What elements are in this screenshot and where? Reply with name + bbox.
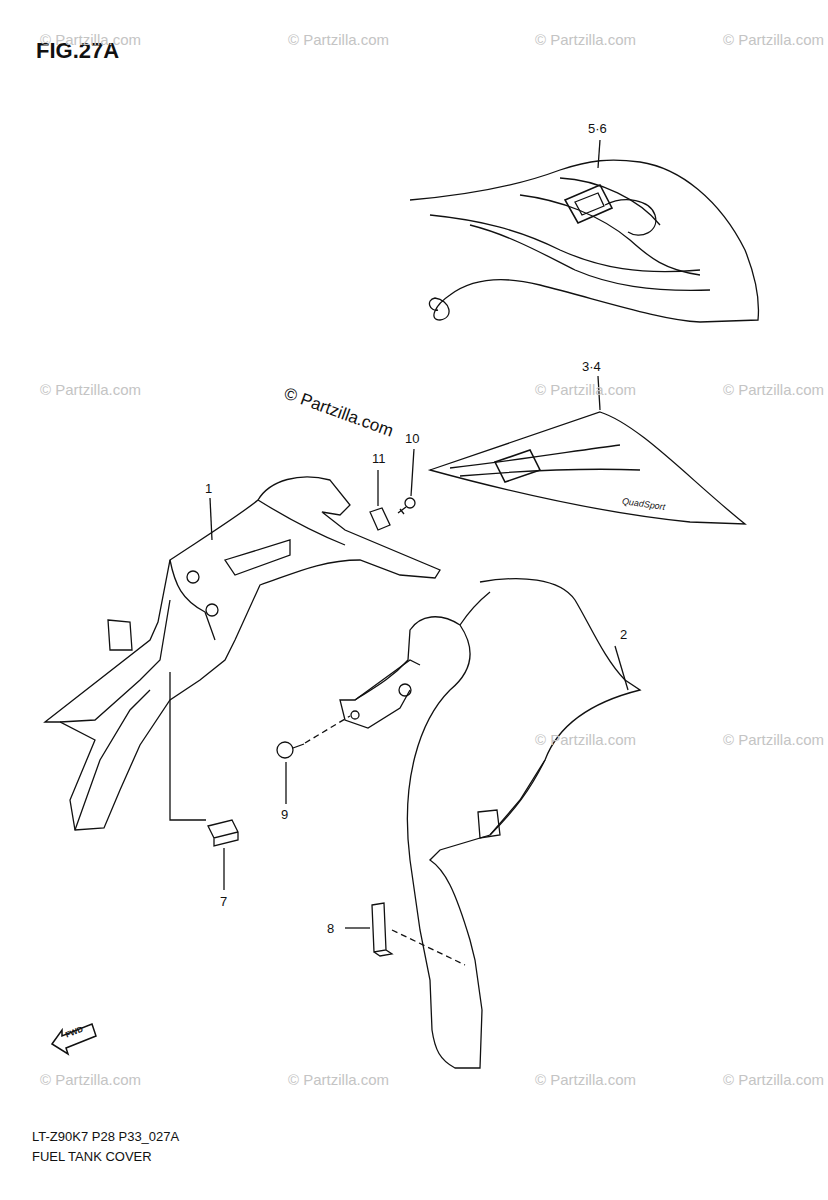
- watermark: © Partzilla.com: [40, 382, 141, 397]
- callout-number: 9: [281, 808, 288, 821]
- watermark: © Partzilla.com: [723, 382, 824, 397]
- callout-number: 8: [327, 922, 334, 935]
- leader-lines: [210, 140, 628, 890]
- figure-caption: FUEL TANK COVER: [32, 1150, 152, 1163]
- clip-and-screw: [370, 498, 415, 530]
- watermark: © Partzilla.com: [723, 32, 824, 47]
- pad-7: [170, 672, 238, 846]
- callout-number: 2: [620, 628, 627, 641]
- callout-number: 11: [372, 452, 386, 465]
- pad-8: [345, 903, 465, 965]
- watermark: © Partzilla.com: [723, 732, 824, 747]
- callout-number: 1: [205, 482, 212, 495]
- watermark: © Partzilla.com: [535, 1072, 636, 1087]
- watermark: © Partzilla.com: [288, 32, 389, 47]
- watermark: © Partzilla.com: [40, 1072, 141, 1087]
- decal-3-4: [430, 412, 745, 524]
- fuel-tank-cover-left: [45, 477, 440, 830]
- callout-number: 10: [405, 432, 419, 445]
- callout-number: 7: [220, 895, 227, 908]
- callout-number: 3·4: [582, 360, 601, 373]
- watermark: © Partzilla.com: [535, 382, 636, 397]
- fuel-tank-cover-right: [340, 579, 640, 1068]
- decal-5-6: [410, 160, 758, 322]
- watermark: © Partzilla.com: [288, 1072, 389, 1087]
- figure-code: LT-Z90K7 P28 P33_027A: [32, 1130, 179, 1143]
- forward-arrow: [52, 1024, 96, 1054]
- watermark: © Partzilla.com: [40, 32, 141, 47]
- watermark: © Partzilla.com: [723, 1072, 824, 1087]
- watermark: © Partzilla.com: [535, 732, 636, 747]
- screw-9: [277, 716, 350, 758]
- callout-number: 5·6: [588, 122, 607, 135]
- decal-text: QuadSport: [621, 497, 665, 512]
- watermark: © Partzilla.com: [282, 385, 395, 440]
- watermark: © Partzilla.com: [535, 32, 636, 47]
